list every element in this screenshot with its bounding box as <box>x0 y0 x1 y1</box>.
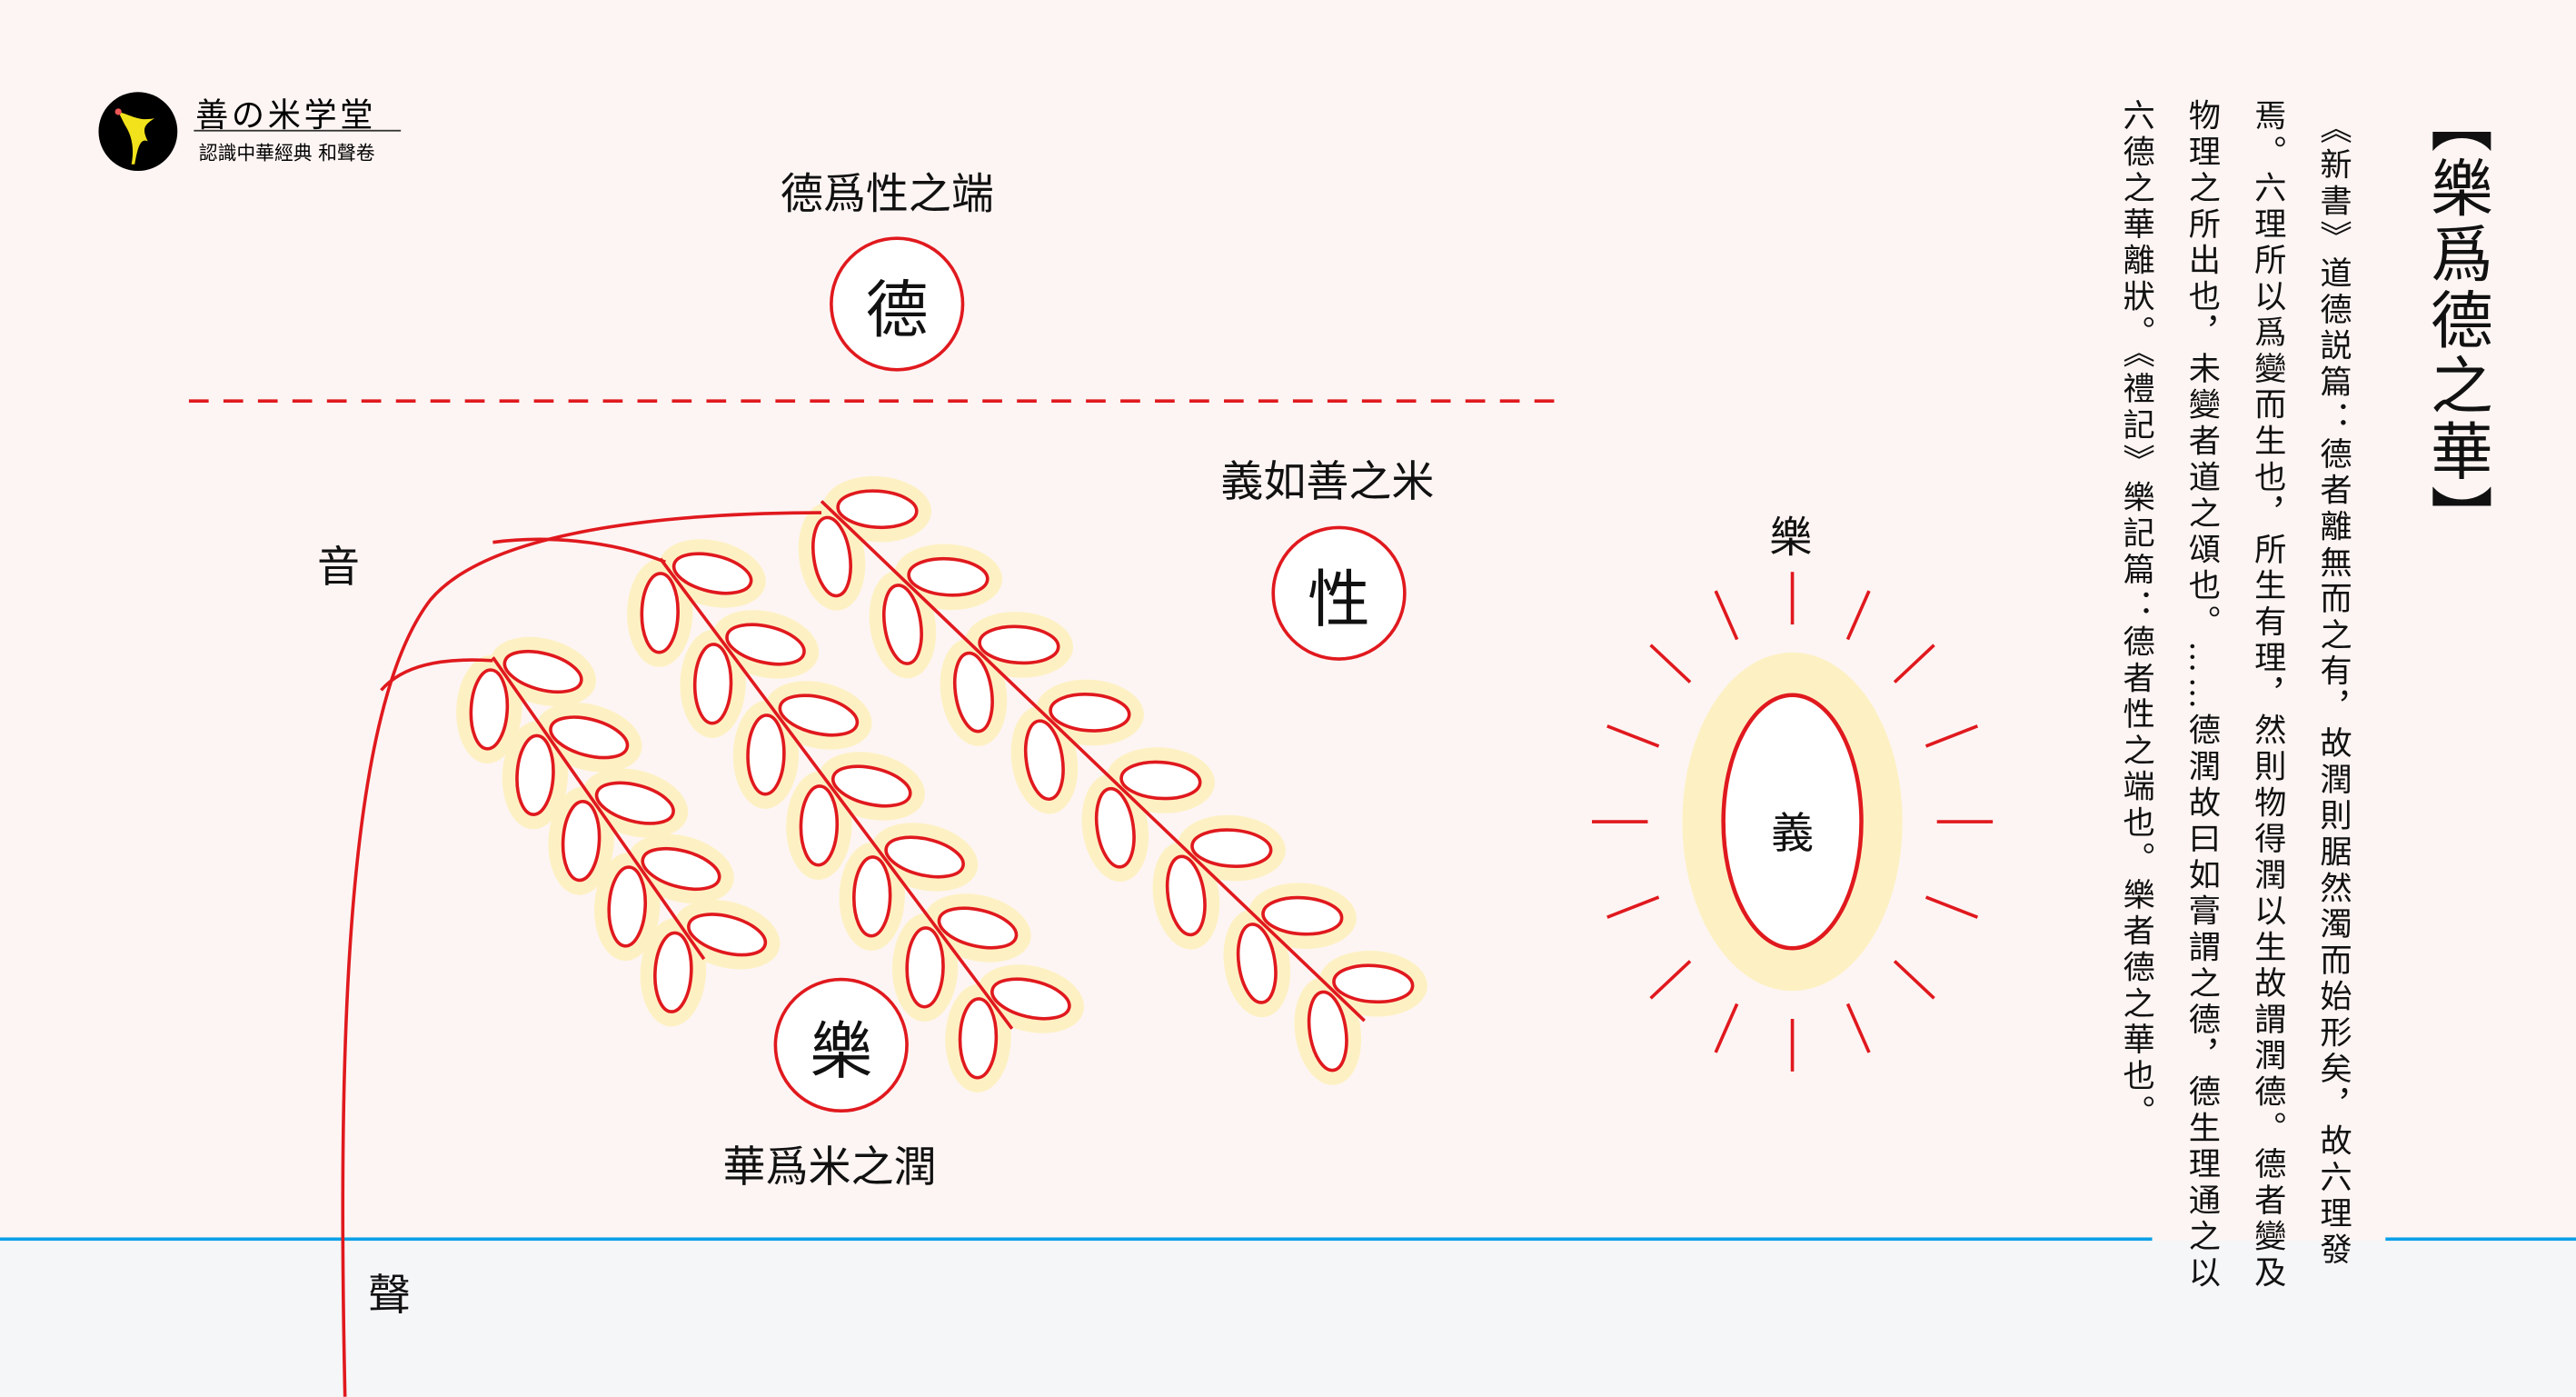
rice-grain <box>884 835 965 879</box>
bottom-band <box>0 1241 2576 1397</box>
text-column-2: 焉。六理所以爲變而生也，所生有理，然則物得潤以生故謂潤德。德者變及 <box>2248 98 2286 1292</box>
rice-grain <box>641 846 721 892</box>
rice-grain <box>515 733 555 816</box>
sun-ray <box>1925 724 1979 748</box>
sun-label: 樂 <box>1769 514 1813 564</box>
baseline-left <box>0 1237 2153 1242</box>
brand-name: 善の米学堂 <box>195 95 377 135</box>
sun-ray <box>1606 895 1660 919</box>
rice-grain <box>978 624 1060 665</box>
stalk-branch-1 <box>380 658 493 692</box>
rice-grain <box>990 977 1071 1021</box>
sun-ray <box>1606 724 1660 748</box>
rice-grain <box>937 906 1019 950</box>
text-column-1: 《新書》道德説篇：德者離無而之有，故潤則腒然濁而始形矣，故六理發 <box>2313 111 2352 1269</box>
rice-ear-2 <box>640 552 1071 1080</box>
rice-grain <box>1119 760 1202 801</box>
rice-ear-1 <box>469 649 768 1013</box>
rice-grain <box>1332 963 1415 1004</box>
phoenix-logo-icon <box>98 92 178 172</box>
rice-grain <box>1261 895 1344 936</box>
rice-grain <box>469 668 510 751</box>
rice-grain <box>725 623 806 666</box>
rice-grain <box>1049 693 1131 733</box>
rice-grain <box>830 764 912 808</box>
rice-grain <box>1190 828 1273 868</box>
rice-grain <box>594 781 675 825</box>
rice-grain <box>907 556 990 597</box>
text-column-4: 六德之華離狀。《禮記》樂記篇：德者性之端也。樂者德之華也。 <box>2116 98 2155 1132</box>
baseline-right <box>2385 1237 2576 1242</box>
sun-core <box>1721 693 1864 951</box>
rice-grain <box>1023 719 1065 802</box>
rice-grain <box>881 584 923 665</box>
ear-stem <box>491 656 706 961</box>
sun-ray <box>1714 590 1739 641</box>
rice-grain <box>687 913 768 957</box>
stalks <box>341 511 822 1397</box>
panel-title: 【樂爲德之華】 <box>2420 90 2492 551</box>
rice-grain <box>952 651 994 733</box>
rice-grain <box>746 713 786 796</box>
sun-ray <box>1714 1003 1739 1053</box>
right-label: 義如善之米 <box>1220 458 1435 508</box>
brand-divider <box>194 129 402 132</box>
rice-grain <box>799 784 840 867</box>
ear-stem <box>820 500 1366 1023</box>
sun-ray <box>1649 960 1692 1000</box>
rice-grain <box>653 931 693 1013</box>
stalk-branch-2 <box>492 537 666 564</box>
rice-grain <box>958 997 999 1080</box>
rice-grain <box>671 552 753 595</box>
rice-grain <box>1165 854 1207 937</box>
sun-core-label: 義 <box>1771 810 1815 860</box>
rice-grain <box>502 649 583 694</box>
label-sheng: 聲 <box>368 1272 412 1322</box>
circle-xing: 性 <box>1271 525 1407 661</box>
rice-grain <box>692 643 733 725</box>
circle-de: 德 <box>830 236 965 372</box>
text-column-3: 物理之所出也，未變者道之頌也。……德潤故曰如膏謂之德，德生理通之以 <box>2182 98 2221 1292</box>
rice-grain <box>607 865 648 948</box>
rice-grain <box>852 855 892 938</box>
rice-grain <box>561 799 602 883</box>
rice-grain <box>811 515 852 598</box>
rice-grain <box>836 489 919 530</box>
sun-ray <box>1893 960 1935 1000</box>
rice-grain <box>640 572 680 654</box>
rice-grain <box>778 694 860 737</box>
rice-grain <box>905 926 945 1009</box>
rice-grain <box>1094 786 1136 869</box>
sun-ray <box>1845 1003 1871 1053</box>
bottom-label: 華爲米之潤 <box>722 1143 937 1193</box>
sun-ray <box>1845 590 1871 641</box>
rice-grain <box>1307 990 1348 1073</box>
sun-ray <box>1649 644 1692 684</box>
brand-subtitle: 認識中華經典 和聲卷 <box>198 141 375 165</box>
rice-grain <box>1236 923 1278 1004</box>
sun-ray <box>1893 644 1935 684</box>
sun-grain <box>1591 572 1994 1072</box>
label-yin: 音 <box>316 544 360 594</box>
rice-ear-3 <box>811 489 1415 1073</box>
rice-grain <box>549 715 630 760</box>
circle-yue: 樂 <box>773 977 909 1113</box>
main-stalk <box>341 511 822 1397</box>
sun-ray <box>1925 895 1979 919</box>
ear-stem <box>659 557 1014 1030</box>
top-label: 德爲性之端 <box>780 171 994 221</box>
